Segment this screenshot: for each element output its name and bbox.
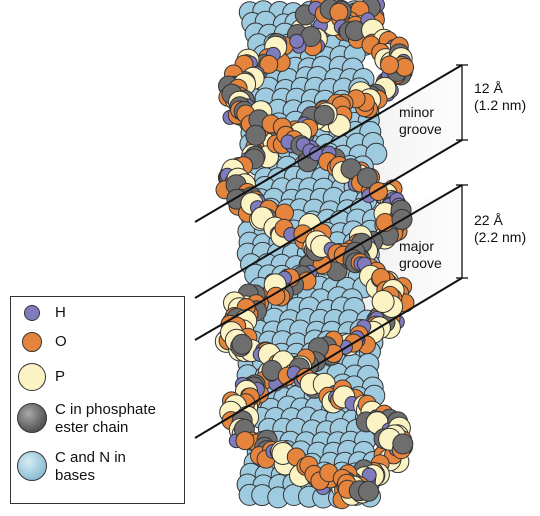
minor-groove-width: 12 Å (1.2 nm)	[474, 80, 526, 114]
major-groove-width-angstrom: 22 Å	[474, 212, 503, 228]
minor-groove-label: minor groove	[399, 104, 442, 138]
legend-label-c-n-bases: C and N in bases	[55, 449, 126, 485]
groove-line-4	[194, 277, 463, 439]
base-atom-swatch-icon	[17, 451, 47, 481]
atom-sphere	[380, 55, 399, 75]
atom-sphere	[289, 33, 305, 49]
groove-line-3	[194, 184, 463, 341]
legend-label-c-n-bases-line2: bases	[55, 467, 96, 484]
minor-groove-width-angstrom: 12 Å	[474, 80, 503, 96]
legend-label-o: O	[55, 333, 67, 350]
minor-groove-label-line2: groove	[399, 121, 442, 137]
atom-sphere	[329, 2, 349, 22]
minor-groove-width-nm: (1.2 nm)	[474, 97, 527, 113]
atom-sphere	[371, 290, 395, 313]
legend-label-c-phosphate: C in phosphate ester chain	[55, 401, 156, 437]
major-groove-bracket	[456, 184, 468, 279]
groove-lines	[194, 64, 463, 439]
atom-sphere	[365, 142, 388, 165]
atom-legend: H O P C in phosphate ester chain C and N…	[10, 296, 185, 504]
atom-sphere	[231, 333, 253, 355]
oxygen-swatch-icon	[22, 332, 42, 352]
major-groove-label-line1: major	[399, 238, 435, 254]
carbon-chain-swatch-icon	[17, 403, 47, 433]
atom-sphere	[313, 104, 335, 126]
groove-line-2	[194, 139, 463, 299]
major-groove-width-nm: (2.2 nm)	[474, 229, 527, 245]
legend-label-p: P	[55, 368, 66, 385]
legend-label-c-n-bases-line1: C and N in	[55, 449, 126, 466]
atom-sphere	[356, 167, 378, 189]
major-groove-label-line2: groove	[399, 255, 442, 271]
legend-label-c-phosphate-line1: C in phosphate	[55, 401, 156, 418]
atom-sphere	[392, 433, 414, 455]
atom-sphere	[358, 480, 379, 502]
major-groove-label: major groove	[399, 238, 442, 272]
atom-sphere	[245, 124, 267, 146]
minor-groove-bracket	[456, 64, 468, 141]
phosphorus-swatch-icon	[18, 363, 46, 391]
legend-label-h: H	[55, 304, 66, 321]
groove-line-1	[194, 64, 463, 223]
atom-sphere	[266, 286, 286, 306]
major-groove-width: 22 Å (2.2 nm)	[474, 212, 526, 246]
legend-label-c-phosphate-line2: ester chain	[55, 419, 129, 436]
atom-sphere	[259, 54, 279, 74]
hydrogen-swatch-icon	[24, 305, 40, 321]
atom-sphere	[235, 431, 255, 451]
space-filling-atoms	[214, 0, 415, 510]
minor-groove-label-line1: minor	[399, 104, 435, 120]
